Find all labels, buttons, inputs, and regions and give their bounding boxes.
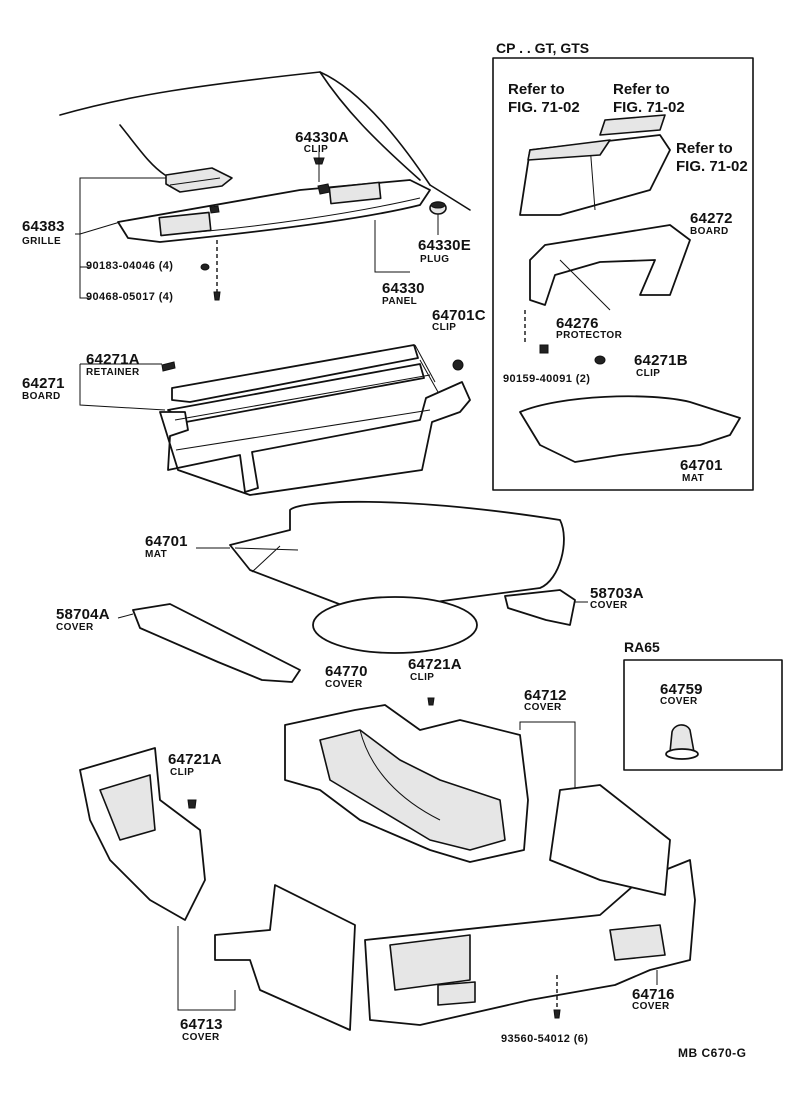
label-64701-gt-num: 64701 (680, 457, 723, 474)
grille-part (165, 167, 233, 193)
label-64330-name: PANEL (382, 296, 418, 307)
label-64271-name: BOARD (22, 391, 61, 402)
label-64701-gt-name: MAT (682, 473, 705, 484)
label-64701-name: MAT (145, 549, 168, 560)
label-64759-num: 64759 (660, 681, 703, 698)
label-64770-num: 64770 (325, 663, 368, 680)
cover-64716-shape (364, 784, 696, 1026)
cover-64713-shape (79, 747, 356, 1031)
label-58704a-name: COVER (56, 622, 94, 633)
cover-64712-shape (284, 697, 576, 863)
label-64272-name: BOARD (690, 226, 729, 237)
label-64383-name: GRILLE (22, 236, 62, 247)
label-90183: 90183-04046 (4) (86, 260, 174, 272)
cover-64770-shape (312, 596, 478, 654)
mat-64701-shape (196, 500, 565, 613)
label-90468: 90468-05017 (4) (86, 291, 174, 303)
label-93560: 93560-54012 (6) (501, 1033, 589, 1045)
label-90159: 90159-40091 (2) (503, 373, 591, 385)
label-64276-name: PROTECTOR (556, 330, 623, 341)
label-64701-num: 64701 (145, 533, 188, 550)
package-tray-panel (117, 179, 431, 243)
refer3-line2: FIG. 71-02 (676, 158, 748, 175)
plug-64330e-shape (429, 201, 447, 235)
label-64713-num: 64713 (180, 1016, 223, 1033)
board-64271-shape (79, 344, 471, 496)
label-58704a-num: 58704A (56, 606, 110, 623)
clip-64330a-shape (313, 152, 325, 182)
cover-58703a-shape (504, 589, 588, 626)
label-64330a-name: CLIP (303, 144, 329, 155)
cover-58704a-shape (117, 603, 301, 683)
label-58703a-name: COVER (590, 600, 628, 611)
label-64712-name: COVER (524, 702, 562, 713)
label-64701c-name: CLIP (432, 322, 457, 333)
label-64721a-left-num: 64721A (168, 751, 222, 768)
label-58703a-num: 58703A (590, 585, 644, 602)
variant-gt-drawing (519, 114, 741, 463)
variant-gt-header: CP . . GT, GTS (496, 40, 590, 56)
variant-ra65-frame (623, 659, 783, 771)
label-64383-num: 64383 (22, 218, 65, 235)
cover-64759-shape (665, 724, 699, 760)
diagram-code: MB C670-G (678, 1046, 747, 1060)
refer2-line2: FIG. 71-02 (613, 99, 685, 116)
label-64271b-num: 64271B (634, 352, 688, 369)
label-64271a-name: RETAINER (86, 367, 140, 378)
label-64716-num: 64716 (632, 986, 675, 1003)
label-64271a-num: 64271A (86, 351, 140, 368)
refer2-line1: Refer to (613, 81, 670, 98)
label-64330e-name: PLUG (420, 254, 450, 265)
label-64272-num: 64272 (690, 210, 733, 227)
label-64712-num: 64712 (524, 687, 567, 704)
label-64701c-num: 64701C (432, 307, 486, 324)
label-64716-name: COVER (632, 1001, 670, 1012)
label-64770-name: COVER (325, 679, 363, 690)
label-64330a-num: 64330A (295, 129, 349, 146)
refer3-line1: Refer to (676, 140, 733, 157)
label-64271-num: 64271 (22, 375, 65, 392)
label-64721a-top-name: CLIP (410, 672, 435, 683)
grille-leaders (75, 177, 410, 301)
label-64330-num: 64330 (382, 280, 425, 297)
label-64713-name: COVER (182, 1032, 220, 1043)
label-64330e-num: 64330E (418, 237, 471, 254)
label-64721a-left-name: CLIP (170, 767, 195, 778)
variant-ra65-header: RA65 (624, 639, 660, 655)
refer1-line1: Refer to (508, 81, 565, 98)
variant-gt-frame (492, 57, 754, 491)
label-64759-name: COVER (660, 696, 698, 707)
label-64271b-name: CLIP (636, 368, 661, 379)
body-outline (59, 71, 471, 211)
label-64276-num: 64276 (556, 315, 599, 332)
refer1-line2: FIG. 71-02 (508, 99, 580, 116)
label-64721a-top-num: 64721A (408, 656, 462, 673)
